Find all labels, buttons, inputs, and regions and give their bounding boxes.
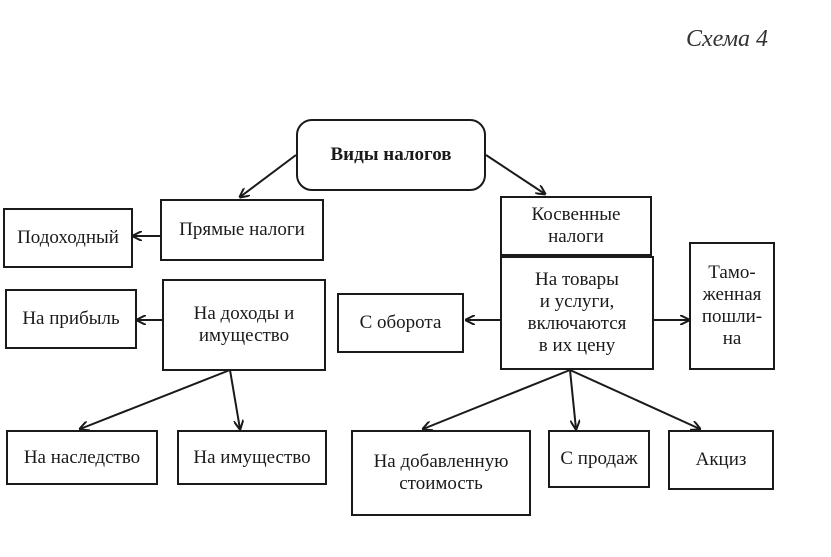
edge-incprop-inheritance	[80, 369, 231, 429]
edge-goods-excise	[569, 369, 700, 429]
edge-root-indirect	[485, 154, 545, 194]
node-customs: Тамо- женная пошли- на	[689, 242, 775, 370]
edge-goods-vat	[423, 369, 571, 429]
node-root: Виды налогов	[296, 119, 486, 191]
node-profit: На прибыль	[5, 289, 137, 349]
node-indirect: Косвенные налоги	[500, 196, 652, 256]
edge-root-direct	[240, 154, 297, 197]
edge-incprop-property	[229, 369, 240, 429]
node-direct: Прямые налоги	[160, 199, 324, 261]
node-inheritance: На наследство	[6, 430, 158, 485]
node-goods-services: На товары и услуги, включаются в их цену	[500, 256, 654, 370]
node-sales: С продаж	[548, 430, 650, 488]
node-property: На имущество	[177, 430, 327, 485]
node-turnover: С оборота	[337, 293, 464, 353]
node-income-property: На доходы и имущество	[162, 279, 326, 371]
node-vat: На добавленную стоимость	[351, 430, 531, 516]
node-excise: Акциз	[668, 430, 774, 490]
node-income: Подоходный	[3, 208, 133, 268]
edge-goods-sales	[569, 369, 576, 429]
scheme-caption: Схема 4	[686, 26, 769, 52]
